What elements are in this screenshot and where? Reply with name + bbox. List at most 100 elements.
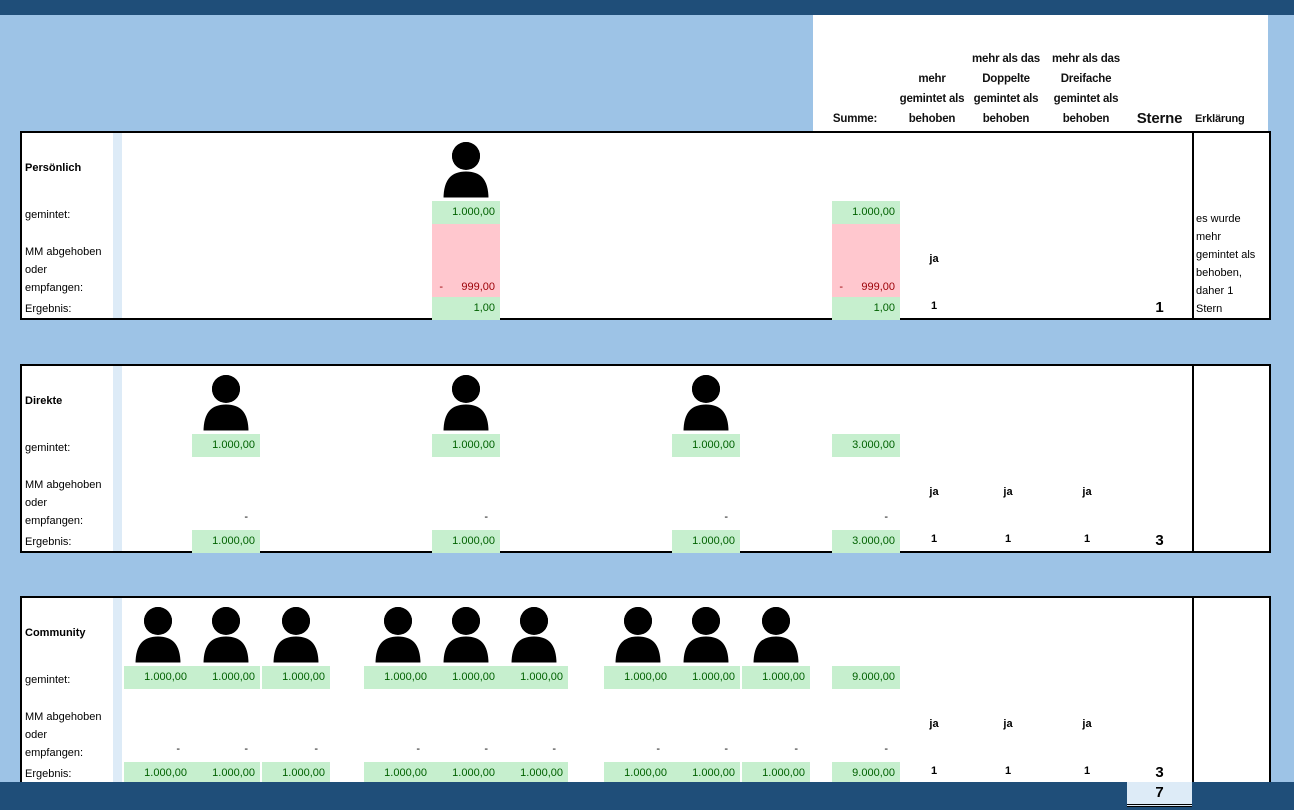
section-title: Community: [25, 627, 86, 639]
member-gemintet: 1.000,00: [192, 666, 260, 689]
label-ergebnis: Ergebnis:: [25, 303, 72, 315]
total-sterne: 7: [1127, 782, 1192, 807]
member-ergebnis: 1.000,00: [500, 762, 568, 785]
check-value: 1: [930, 300, 938, 312]
person-icon: [680, 604, 732, 666]
check-ja: ja: [929, 718, 939, 730]
member-gemintet: 1.000,00: [672, 666, 740, 689]
header-line: behoben: [1062, 113, 1110, 125]
section-community: Community gemintet: MM abgehoben oder em…: [20, 596, 1271, 785]
member-mm: -: [244, 743, 248, 755]
top-bar: [0, 0, 1294, 15]
explanation-line: Stern: [1196, 303, 1223, 315]
header-line: Dreifache: [1060, 73, 1112, 85]
person-icon: [132, 604, 184, 666]
label-mm: MM abgehoben oder empfangen:: [25, 243, 101, 297]
label-ergebnis: Ergebnis:: [25, 536, 72, 548]
explanation-line: daher 1: [1196, 285, 1234, 297]
member-ergebnis: 1.000,00: [672, 530, 740, 553]
label-gemintet: gemintet:: [25, 674, 71, 686]
header-line: gemintet als: [1053, 93, 1119, 105]
label-line: empfangen:: [25, 515, 84, 527]
label-line: oder: [25, 264, 48, 276]
check-value: 1: [930, 533, 938, 545]
summe-ergebnis: 9.000,00: [832, 762, 900, 785]
member-gemintet: 1.000,00: [432, 201, 500, 224]
label-gemintet: gemintet:: [25, 209, 71, 221]
member-mm: -: [416, 743, 420, 755]
member-gemintet: 1.000,00: [192, 434, 260, 457]
person-icon: [372, 604, 424, 666]
member-mm: -: [724, 511, 728, 523]
person-icon: [200, 604, 252, 666]
person-icon: [508, 604, 560, 666]
separator-strip: [113, 366, 122, 551]
column-header-area: Summe: mehr gemintet als behoben mehr als …: [813, 15, 1268, 131]
member-gemintet: 1.000,00: [432, 434, 500, 457]
explanation-divider: [1192, 133, 1194, 318]
check-ja: ja: [929, 253, 939, 265]
summe-mm: - 999,00: [832, 224, 900, 297]
person-icon: [200, 372, 252, 434]
header-line: mehr: [918, 73, 946, 85]
member-ergebnis: 1,00: [432, 297, 500, 320]
member-gemintet: 1.000,00: [500, 666, 568, 689]
member-gemintet: 1.000,00: [262, 666, 330, 689]
member-gemintet: 1.000,00: [604, 666, 672, 689]
header-line: behoben: [908, 113, 956, 125]
check-value: 1: [1004, 533, 1012, 545]
label-gemintet: gemintet:: [25, 442, 71, 454]
label-mm: MM abgehoben oder empfangen:: [25, 476, 101, 530]
member-gemintet: 1.000,00: [124, 666, 192, 689]
summe-mm: -: [884, 511, 888, 523]
member-ergebnis: 1.000,00: [432, 762, 500, 785]
check-value: 1: [1083, 533, 1091, 545]
explanation-divider: [1192, 598, 1194, 783]
member-mm: -: [176, 743, 180, 755]
summe-gemintet: 9.000,00: [832, 666, 900, 689]
person-icon: [270, 604, 322, 666]
section-title: Direkte: [25, 395, 63, 407]
label-line: empfangen:: [25, 282, 84, 294]
member-mm: -: [484, 511, 488, 523]
member-ergebnis: 1.000,00: [262, 762, 330, 785]
section-direkte: Direkte gemintet: MM abgehoben oder empf…: [20, 364, 1271, 553]
member-gemintet: 1.000,00: [432, 666, 500, 689]
bottom-bar: [0, 782, 1294, 810]
member-gemintet: 1.000,00: [364, 666, 432, 689]
header-erklaerung: Erklärung: [1195, 113, 1245, 125]
member-ergebnis: 1.000,00: [672, 762, 740, 785]
check-ja: ja: [1003, 486, 1013, 498]
person-icon: [750, 604, 802, 666]
header-line: mehr als das: [972, 53, 1040, 65]
check-value: 1: [1004, 765, 1012, 777]
sterne-value: 3: [1155, 764, 1164, 781]
summe-ergebnis: 3.000,00: [832, 530, 900, 553]
check-ja: ja: [1003, 718, 1013, 730]
label-line: empfangen:: [25, 747, 84, 759]
check-ja: ja: [1082, 486, 1092, 498]
explanation-line: mehr: [1196, 231, 1222, 243]
member-mm: -: [552, 743, 556, 755]
header-summe: Summe:: [832, 113, 878, 125]
member-mm: -: [484, 743, 488, 755]
header-line: gemintet als: [899, 93, 965, 105]
member-ergebnis: 1.000,00: [124, 762, 192, 785]
check-ja: ja: [1082, 718, 1092, 730]
member-mm: -: [724, 743, 728, 755]
member-ergebnis: 1.000,00: [432, 530, 500, 553]
section-persönlich: Persönlich gemintet: MM abgehoben oder e…: [20, 131, 1271, 320]
label-line: oder: [25, 729, 48, 741]
check-value: 1: [1083, 765, 1091, 777]
member-mm: -: [314, 743, 318, 755]
summe-gemintet: 1.000,00: [832, 201, 900, 224]
separator-strip: [113, 598, 122, 783]
label-ergebnis: Ergebnis:: [25, 768, 72, 780]
label-mm: MM abgehoben oder empfangen:: [25, 708, 101, 762]
separator-strip: [113, 133, 122, 318]
member-gemintet: 1.000,00: [672, 434, 740, 457]
explanation-divider: [1192, 366, 1194, 551]
